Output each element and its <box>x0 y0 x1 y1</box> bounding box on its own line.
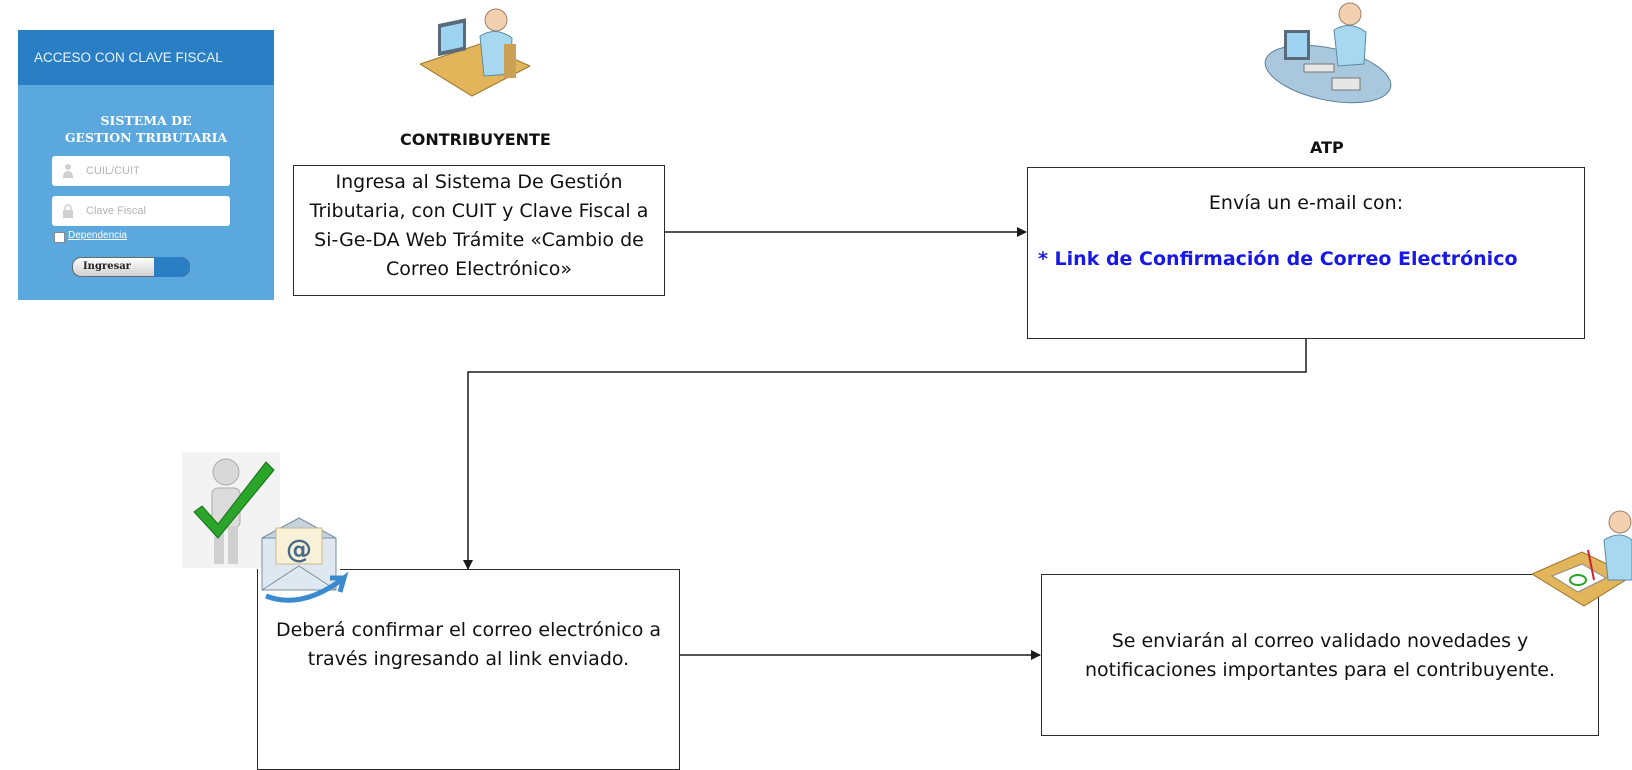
label-contribuyente: CONTRIBUYENTE <box>400 130 551 149</box>
step2-intro: Envía un e-mail con: <box>1208 192 1404 214</box>
login-title-line1: SISTEMA DE <box>100 113 192 128</box>
clave-placeholder: Clave Fiscal <box>86 205 146 217</box>
label-atp: ATP <box>1310 138 1344 157</box>
user-icon <box>63 164 73 178</box>
flow-connectors <box>463 227 1307 660</box>
login-header: ACCESO CON CLAVE FISCAL <box>18 30 274 85</box>
arrow-step2-to-step3 <box>463 339 1307 570</box>
login-title-line2: GESTION TRIBUTARIA <box>64 130 228 145</box>
person-at-computer-icon <box>420 8 530 97</box>
email-at-icon: @ <box>261 517 349 603</box>
step3-top-border <box>340 569 679 570</box>
step3-box: Deberá confirmar el correo electrónico a… <box>257 569 680 770</box>
person-at-workstation-icon <box>1264 2 1392 104</box>
ingresar-button[interactable]: Ingresar <box>72 257 190 277</box>
svg-text:@: @ <box>286 535 312 565</box>
step1-text: Ingresa al Sistema De Gestión Tributaria… <box>309 171 649 280</box>
dependencia-label[interactable]: Dependencia <box>68 230 127 241</box>
step4-text: Se enviarán al correo validado novedades… <box>1084 630 1556 681</box>
clave-fiscal-input[interactable]: Clave Fiscal <box>52 196 230 226</box>
lock-icon <box>63 204 73 218</box>
step2-link[interactable]: * Link de Confirmación de Correo Electró… <box>1038 248 1518 270</box>
cuit-placeholder: CUIL/CUIT <box>86 165 140 177</box>
step4-box: Se enviarán al correo validado novedades… <box>1041 574 1599 736</box>
person-writing-icon <box>1532 510 1632 607</box>
ingresar-label: Ingresar <box>83 261 131 272</box>
step2-box: Envía un e-mail con: * Link de Confirmac… <box>1027 167 1585 339</box>
ingresar-button-accent <box>154 257 190 277</box>
login-title: SISTEMA DE GESTION TRIBUTARIA <box>18 112 274 146</box>
login-panel: ACCESO CON CLAVE FISCAL SISTEMA DE GESTI… <box>18 30 274 300</box>
step3-text: Deberá confirmar el correo electrónico a… <box>275 619 662 670</box>
cuit-input[interactable]: CUIL/CUIT <box>52 156 230 186</box>
dependencia-checkbox[interactable] <box>54 232 65 243</box>
step1-box: Ingresa al Sistema De Gestión Tributaria… <box>293 165 665 296</box>
